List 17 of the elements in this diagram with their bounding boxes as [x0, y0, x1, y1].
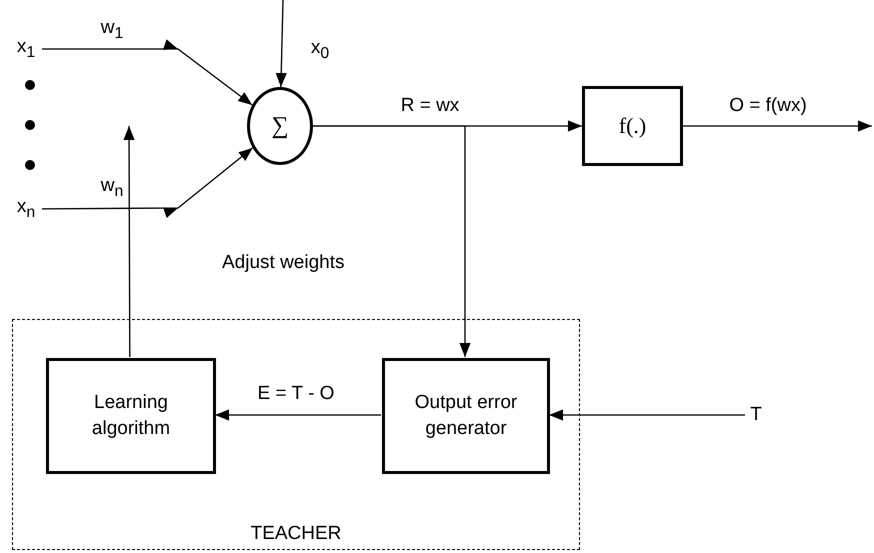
arrow: [683, 120, 872, 132]
arrow: [549, 409, 745, 421]
arrow: [276, 0, 287, 88]
function-box: f(.): [582, 86, 683, 166]
edge-label: Adjust weights: [220, 252, 347, 274]
edge-label: O = f(wx): [727, 95, 809, 117]
arrow: [123, 126, 135, 357]
input-label: x$_{1}$: [10, 37, 42, 61]
arrow: [215, 409, 381, 421]
arrow: [42, 147, 254, 218]
process-box: Output error generator: [382, 358, 550, 474]
input-label: T: [745, 402, 767, 428]
process-box: Learning algorithm: [46, 358, 216, 474]
arrow: [42, 39, 253, 106]
summation-circle: ∑: [247, 87, 313, 165]
input-label: x$_{n}$: [10, 197, 42, 221]
arrow: [313, 125, 471, 357]
